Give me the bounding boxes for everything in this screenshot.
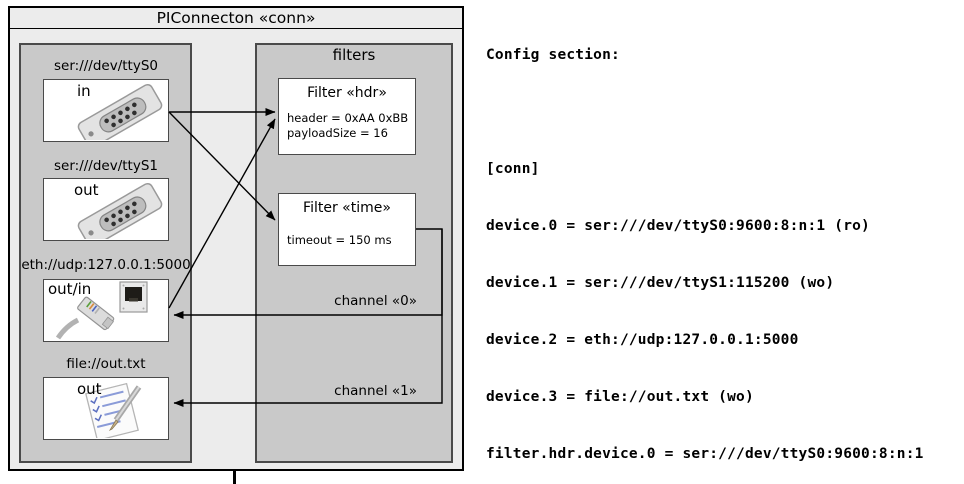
- filter-hdr-box: Filter «hdr» header = 0xAA 0xBB payloadS…: [278, 78, 416, 155]
- port-label: in: [77, 82, 91, 100]
- config-line: device.3 = file://out.txt (wo): [486, 389, 754, 405]
- notepad-icon: [85, 382, 142, 438]
- device-box-file: out: [43, 377, 169, 440]
- device-url-label: file://out.txt: [66, 356, 146, 372]
- device-box-ttyS1: out: [43, 178, 169, 241]
- port-label: out: [77, 380, 102, 398]
- filter-title: Filter «time»: [303, 200, 391, 216]
- config-heading: Config section:: [486, 47, 620, 63]
- port-label: out: [74, 181, 99, 199]
- filters-group-label: filters: [332, 46, 376, 64]
- device-url-label: ser:///dev/ttyS1: [54, 158, 158, 174]
- device-box-eth: out/in: [43, 279, 169, 342]
- serial-connector-icon: [77, 83, 163, 140]
- config-line: device.0 = ser:///dev/ttyS0:9600:8:n:1 (…: [486, 218, 870, 234]
- filter-time-box: Filter «time» timeout = 150 ms: [278, 193, 416, 266]
- config-line: device.2 = eth://udp:127.0.0.1:5000: [486, 332, 799, 348]
- config-section: Config section: [conn] device.0 = ser://…: [486, 8, 964, 484]
- device-url-label: ser:///dev/ttyS0: [54, 58, 158, 74]
- serial-connector-icon: [77, 182, 163, 239]
- config-line: device.1 = ser:///dev/ttyS1:115200 (wo): [486, 275, 835, 291]
- device-url-label: eth://udp:127.0.0.1:5000: [21, 257, 191, 273]
- device-box-ttyS0: in: [43, 79, 169, 142]
- port-label: out/in: [48, 280, 92, 298]
- diagram-title: PIConnecton «conn»: [8, 8, 464, 29]
- config-line: filter.hdr.device.0 = ser:///dev/ttyS0:9…: [486, 446, 924, 462]
- channel-1-label: channel «1»: [334, 383, 417, 399]
- channel-0-label: channel «0»: [334, 293, 417, 309]
- filter-title: Filter «hdr»: [307, 85, 387, 101]
- ethernet-icon: [55, 281, 148, 340]
- config-blank-line: [486, 103, 964, 122]
- filter-properties: header = 0xAA 0xBB payloadSize = 16: [287, 111, 409, 140]
- frame-bottom-stub: [233, 471, 236, 484]
- filter-properties: timeout = 150 ms: [287, 233, 392, 247]
- config-line: [conn]: [486, 161, 540, 177]
